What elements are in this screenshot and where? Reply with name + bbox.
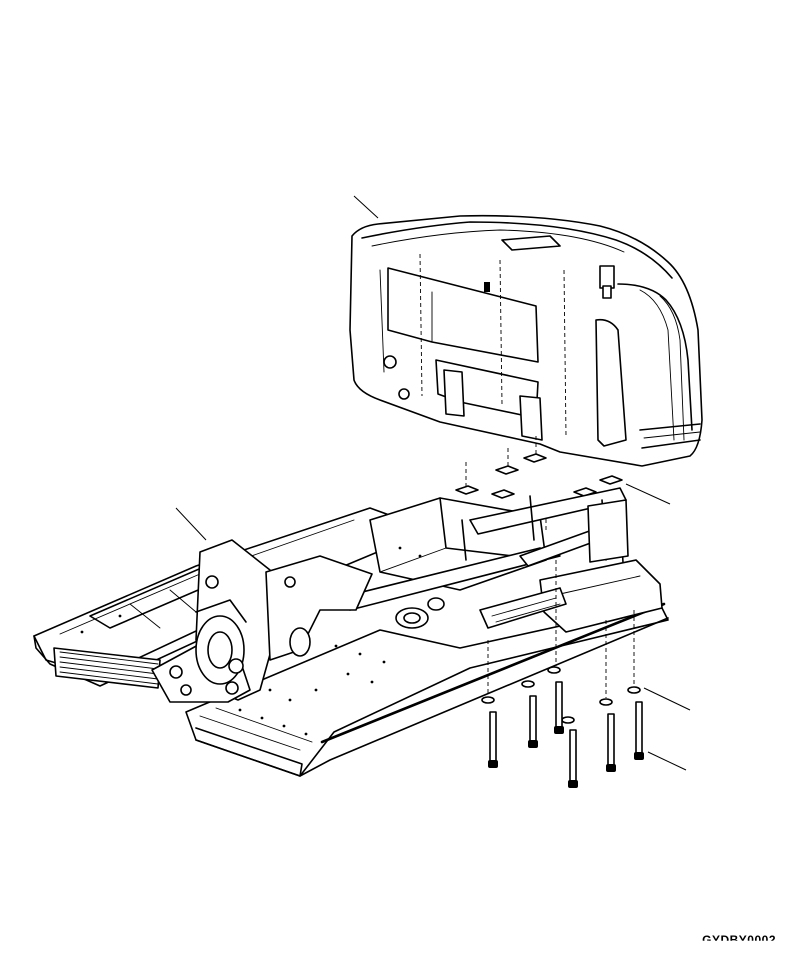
leader-lines — [175, 195, 691, 771]
counterweight — [349, 214, 703, 467]
bolts — [487, 560, 644, 788]
washers — [481, 666, 641, 724]
upper-frame — [33, 487, 669, 777]
drawing-code: GYDBY0002 — [702, 933, 776, 947]
